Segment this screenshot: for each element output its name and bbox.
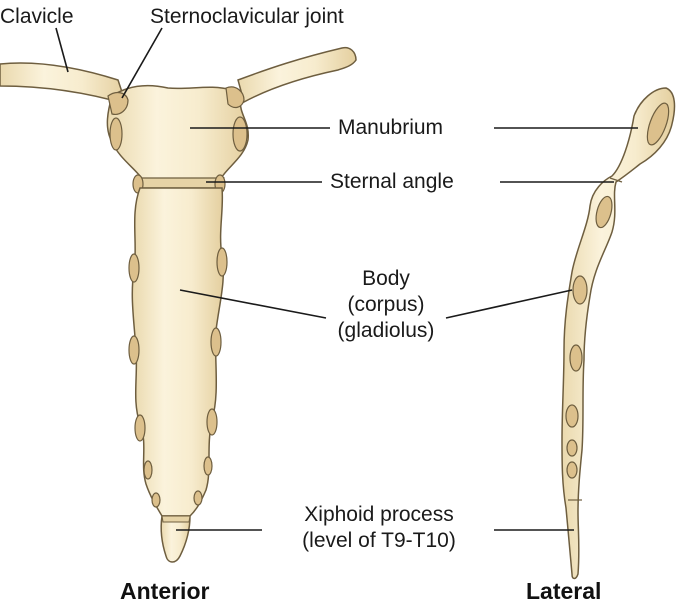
right-costal-notch-6 <box>203 456 213 476</box>
right-costal-notch-7 <box>193 490 203 506</box>
label-body-line-3: (gladiolus) <box>337 319 435 342</box>
lateral-facet-3 <box>572 275 588 305</box>
xiphisternal-joint <box>161 515 191 523</box>
label-body-line-1: Body <box>362 267 410 290</box>
right-clavicle <box>237 46 357 104</box>
lateral-facet-5 <box>565 404 579 428</box>
left-sternoclavicular-facet <box>107 91 129 115</box>
label-xiphoid-line-1: Xiphoid process <box>304 503 454 526</box>
right-sternoclavicular-facet <box>225 86 245 109</box>
right-costal-notch-4 <box>210 327 222 357</box>
lateral-sternal-angle-line <box>609 177 623 183</box>
lateral-facet-7 <box>566 461 578 479</box>
lateral-sternum-shape <box>561 87 676 580</box>
left-costal-notch-7 <box>151 492 161 508</box>
right-costal-notch-5 <box>206 408 218 436</box>
lateral-facet-4 <box>569 344 583 372</box>
leader-clavicle <box>55 27 69 73</box>
leader-sternoclavicular <box>121 27 163 99</box>
label-body: Body (corpus) (gladiolus) <box>318 266 454 344</box>
label-body-line-2: (corpus) <box>347 293 425 316</box>
lateral-facet-2 <box>595 195 613 229</box>
label-clavicle: Clavicle <box>0 5 74 28</box>
label-manubrium: Manubrium <box>338 116 444 139</box>
label-sternal-angle: Sternal angle <box>330 170 454 193</box>
xiphoid-process-shape <box>160 515 191 563</box>
lateral-facet-6 <box>566 439 578 457</box>
view-label-lateral: Lateral <box>526 578 602 604</box>
leader-body-right <box>445 289 573 319</box>
lateral-manubrium-facet <box>646 102 670 146</box>
view-label-anterior: Anterior <box>120 578 210 604</box>
right-costal-notch-3 <box>216 247 228 277</box>
label-xiphoid-process: Xiphoid process (level of T9-T10) <box>266 502 492 554</box>
sternal-angle-joint <box>137 177 225 189</box>
label-sternoclavicular-joint: Sternoclavicular joint <box>150 5 344 28</box>
leader-body-left <box>179 289 327 319</box>
left-costal-notch-3 <box>128 253 140 283</box>
left-costal-notch-5 <box>134 414 146 442</box>
left-costal-notch-6 <box>143 460 153 480</box>
left-costal-notch-4 <box>128 335 140 365</box>
left-first-costal-notch <box>109 117 123 151</box>
right-first-costal-notch <box>232 116 248 152</box>
left-clavicle <box>0 62 128 106</box>
label-xiphoid-line-2: (level of T9-T10) <box>302 529 456 552</box>
